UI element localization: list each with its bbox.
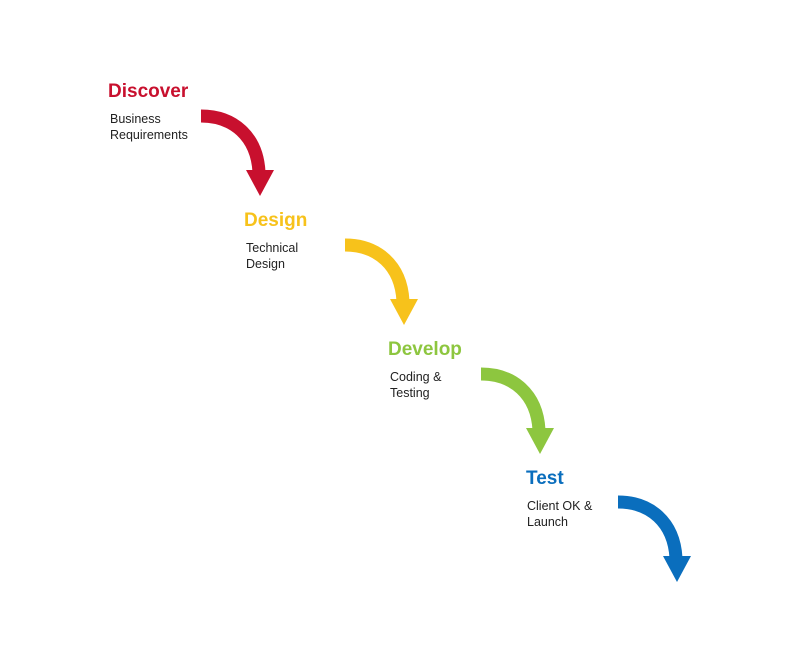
step-desc-line: Design — [246, 257, 285, 271]
arrow-head — [390, 299, 418, 325]
step-desc-design: Technical Design — [246, 240, 298, 272]
step-desc-develop: Coding & Testing — [390, 369, 441, 401]
step-desc-line: Testing — [390, 386, 430, 400]
step-desc-line: Coding & — [390, 370, 442, 384]
step-title-test: Test — [526, 468, 564, 489]
arrow-head — [663, 556, 691, 582]
step-desc-test: Client OK & Launch — [527, 498, 592, 530]
curved-arrow-down-icon — [617, 495, 691, 582]
arrow-shaft — [480, 367, 546, 431]
step-title-design: Design — [244, 210, 308, 231]
arrow-shaft — [200, 109, 266, 173]
step-title-develop: Develop — [388, 339, 462, 360]
arrow-shaft — [344, 238, 410, 302]
curved-arrow-down-icon — [480, 367, 554, 454]
step-desc-line: Requirements — [110, 128, 188, 142]
curved-arrow-down-icon — [200, 109, 274, 196]
arrow-head — [246, 170, 274, 196]
step-desc-line: Technical — [246, 241, 299, 255]
step-desc-line: Client OK & — [527, 499, 593, 513]
step-title-discover: Discover — [108, 81, 189, 102]
curved-arrow-down-icon — [344, 238, 418, 325]
step-desc-line: Business — [110, 112, 161, 126]
step-desc-line: Launch — [527, 515, 569, 529]
arrow-shaft — [617, 495, 683, 559]
step-desc-discover: Business Requirements — [110, 111, 188, 143]
arrow-head — [526, 428, 554, 454]
